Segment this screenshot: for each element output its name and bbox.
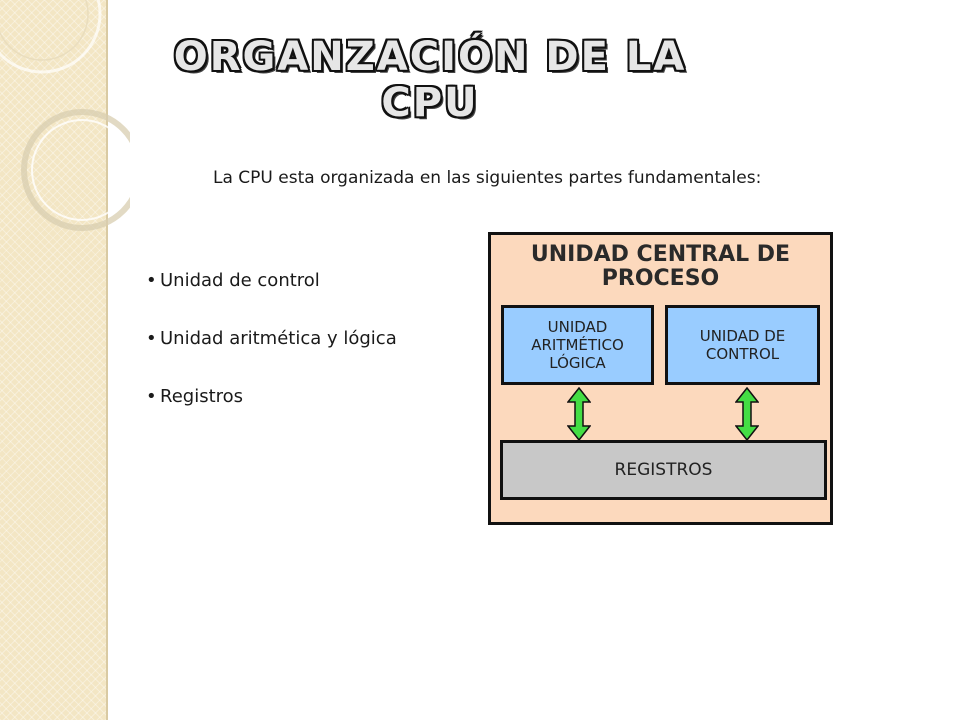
bullet-icon: • [146,328,157,349]
bullet-item: •Unidad aritmética y lógica [146,326,397,384]
double-vertical-arrow-icon [735,387,759,441]
decorative-rings [0,0,130,231]
cpu-diagram: UNIDAD CENTRAL DE PROCESO UNIDAD ARITMÉT… [488,232,833,525]
bullet-icon: • [146,270,157,291]
band-divider [106,0,108,720]
alu-box: UNIDAD ARITMÉTICO LÓGICA [501,305,654,385]
slide-subtitle: La CPU esta organizada en las siguientes… [213,168,762,188]
bullet-text: Unidad aritmética y lógica [160,328,397,349]
bullet-text: Unidad de control [160,270,320,291]
cpu-heading: UNIDAD CENTRAL DE PROCESO [530,242,791,291]
bullet-item: •Unidad de control [146,268,397,326]
cpu-frame: UNIDAD CENTRAL DE PROCESO UNIDAD ARITMÉT… [488,232,833,525]
control-unit-box: UNIDAD DE CONTROL [665,305,820,385]
bullet-list: •Unidad de control •Unidad aritmética y … [146,268,397,442]
slide-title: ORGANZACIÓN DE LA CPU [173,34,687,126]
bullet-item: •Registros [146,384,397,442]
bullet-text: Registros [160,386,244,407]
bullet-icon: • [146,386,157,407]
double-vertical-arrow-icon [567,387,591,441]
registers-box: REGISTROS [500,440,827,500]
